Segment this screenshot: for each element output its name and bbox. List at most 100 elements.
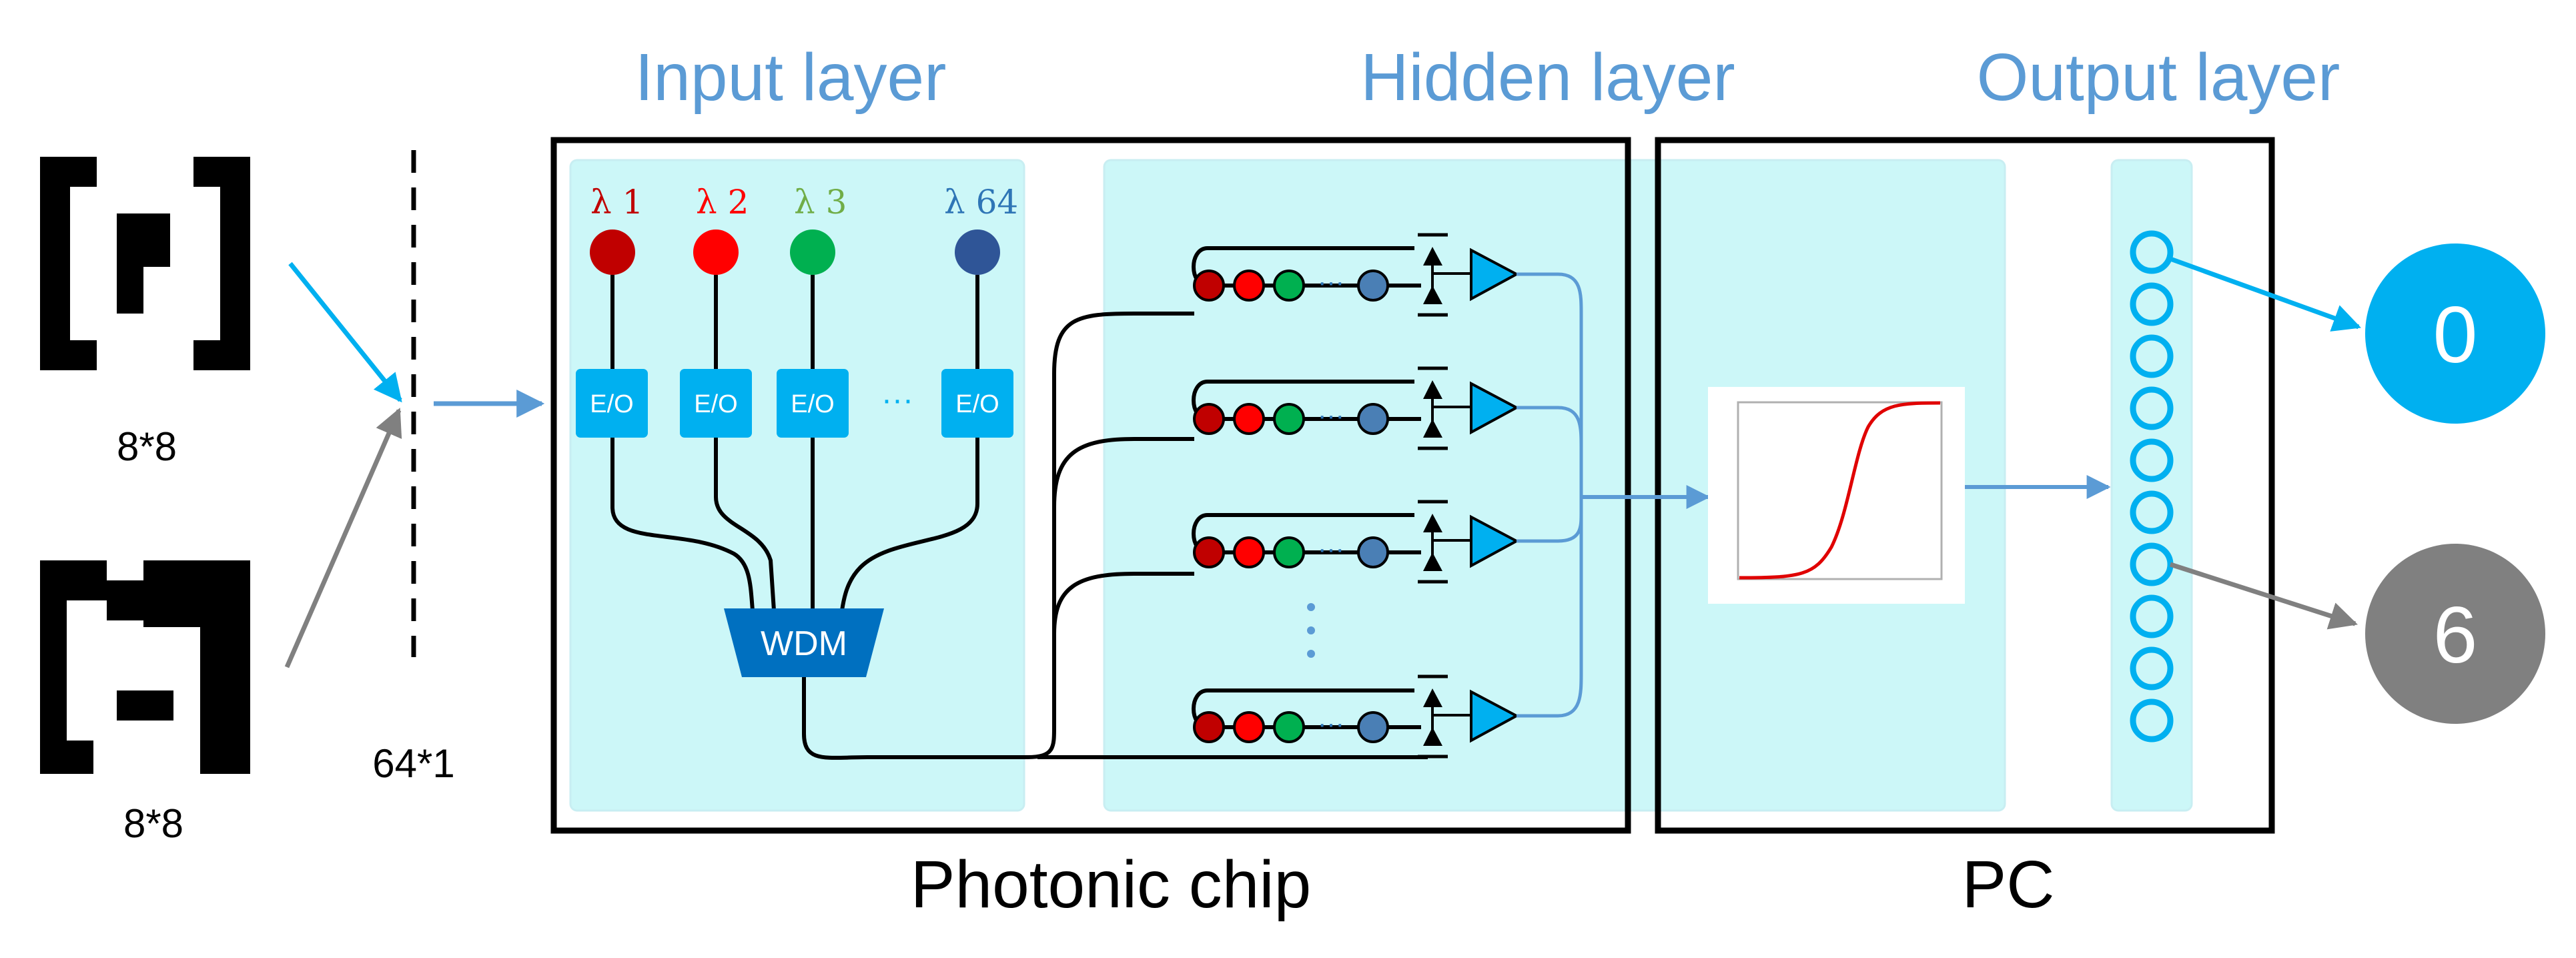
amplifier-4 (1470, 689, 1520, 743)
weight-ring-lightred-4 (1233, 711, 1265, 743)
output-neuron-8 (2130, 646, 2174, 690)
weight-ring-ellipsis-4: ··· (1318, 709, 1344, 739)
amp-output-4 (1517, 494, 1583, 718)
output-neuron-column (2130, 230, 2174, 743)
detector-top-3 (1423, 514, 1442, 532)
amp-output-2 (1517, 406, 1583, 448)
hidden-neuron-2: ··· (1192, 366, 1520, 450)
sigmoid-activation-plot (1708, 387, 1965, 604)
input-layer-title: Input layer (635, 40, 947, 115)
svg-text:E/O: E/O (590, 390, 633, 418)
detector-top-4 (1423, 688, 1442, 707)
weight-ring-green-1 (1273, 270, 1305, 302)
input-size-top-label: 8*8 (117, 424, 177, 469)
eo-modulator-2: E/O (680, 369, 752, 438)
output-result-6-digit: 6 (2433, 590, 2478, 680)
wdm-multiplexer: WDM (724, 608, 884, 677)
weight-ring-red-3 (1193, 536, 1225, 568)
svg-text:E/O: E/O (791, 390, 834, 418)
svg-text:E/O: E/O (694, 390, 737, 418)
detector-top-1 (1423, 247, 1442, 266)
output-result-0: 0 (2365, 244, 2545, 424)
detector-bottom-1 (1423, 286, 1442, 304)
amplifier-1 (1470, 248, 1520, 302)
classification-arrow-0 (2169, 256, 2361, 332)
output-result-6-circle (2365, 544, 2545, 724)
weight-ring-lightred-1 (1233, 270, 1265, 302)
wavelength-label-1: λ 1 (590, 183, 643, 221)
output-result-0-digit: 0 (2433, 290, 2478, 380)
sigmoid-curve (1739, 401, 1941, 580)
input-digit-image-bottom (40, 560, 254, 774)
eo-to-wdm-wire-2 (714, 438, 776, 611)
vector-size-label: 64*1 (372, 741, 454, 786)
classification-arrow-6 (2169, 562, 2358, 630)
output-layer-panel (2110, 159, 2193, 812)
output-result-0-circle (2365, 244, 2545, 424)
hidden-neuron-3: ··· (1192, 500, 1520, 584)
weight-ring-green-4 (1273, 711, 1305, 743)
output-neuron-3 (2130, 386, 2174, 430)
flatten-arrow-top (288, 262, 402, 403)
eo-to-wdm-wire-64 (840, 438, 979, 611)
weight-ring-green-3 (1273, 536, 1305, 568)
output-neuron-7 (2130, 594, 2174, 638)
output-neuron-9 (2130, 698, 2174, 743)
laser-source-3 (790, 229, 835, 275)
hidden-layer-title: Hidden layer (1360, 40, 1735, 115)
flatten-arrow-bottom (284, 408, 402, 668)
eo-modulator-3: E/O (777, 369, 849, 438)
wavelength-labels: λ 1 λ 2 λ 3 λ 64 (590, 183, 1018, 221)
eo-ellipsis: ··· (881, 382, 913, 418)
eo-modulator-64: E/O (941, 369, 1013, 438)
weight-ring-lightred-3 (1233, 536, 1265, 568)
amplifier-2 (1470, 381, 1520, 435)
photonic-chip-label: Photonic chip (911, 847, 1311, 922)
sigmoid-plot-axes (1737, 401, 1943, 580)
bus-branch-3 (1052, 572, 1194, 634)
laser-source-2 (693, 229, 739, 275)
input-layer-panel (569, 159, 1025, 812)
hidden-neuron-4: ··· (1192, 674, 1520, 759)
pc-frame (1655, 137, 2275, 834)
wavelength-label-3: λ 3 (794, 183, 847, 221)
bus-branch-2 (1052, 437, 1194, 508)
wavelength-label-64: λ 64 (944, 183, 1018, 221)
weight-ring-blue-3 (1357, 536, 1389, 568)
input-size-bottom-label: 8*8 (123, 801, 183, 846)
weight-ring-ellipsis-3: ··· (1318, 534, 1344, 564)
amp-output-1 (1517, 272, 1583, 494)
output-neuron-4 (2130, 438, 2174, 482)
weight-ring-ellipsis-1: ··· (1318, 268, 1344, 297)
photonic-chip-frame (550, 137, 1631, 834)
laser-source-64 (955, 229, 1000, 275)
laser-source-1 (590, 229, 635, 275)
weight-ring-green-2 (1273, 403, 1305, 435)
amplifier-3 (1470, 514, 1520, 568)
detector-bottom-3 (1423, 552, 1442, 571)
detector-top-2 (1423, 380, 1442, 399)
detector-bottom-2 (1423, 419, 1442, 438)
output-neuron-5 (2130, 490, 2174, 534)
eo-to-wdm-wire-1 (610, 438, 755, 611)
hidden-neuron-1: ··· (1192, 233, 1520, 317)
weight-ring-red-1 (1193, 270, 1225, 302)
weight-ring-red-4 (1193, 711, 1225, 743)
output-layer-title: Output layer (1977, 40, 2340, 115)
weight-ring-blue-4 (1357, 711, 1389, 743)
output-neuron-2 (2130, 334, 2174, 378)
weight-ring-blue-1 (1357, 270, 1389, 302)
output-neuron-0 (2130, 230, 2174, 274)
weight-ring-red-2 (1193, 403, 1225, 435)
detector-bottom-4 (1423, 727, 1442, 746)
weight-ring-ellipsis-2: ··· (1318, 401, 1344, 430)
weight-ring-blue-2 (1357, 403, 1389, 435)
svg-text:E/O: E/O (955, 390, 999, 418)
weight-ring-lightred-2 (1233, 403, 1265, 435)
wavelength-label-2: λ 2 (696, 183, 749, 221)
wdm-output-bus (802, 312, 1194, 760)
hidden-neuron-ellipsis (1307, 603, 1315, 658)
eo-modulator-1: E/O (576, 369, 648, 438)
output-result-6: 6 (2365, 544, 2545, 724)
